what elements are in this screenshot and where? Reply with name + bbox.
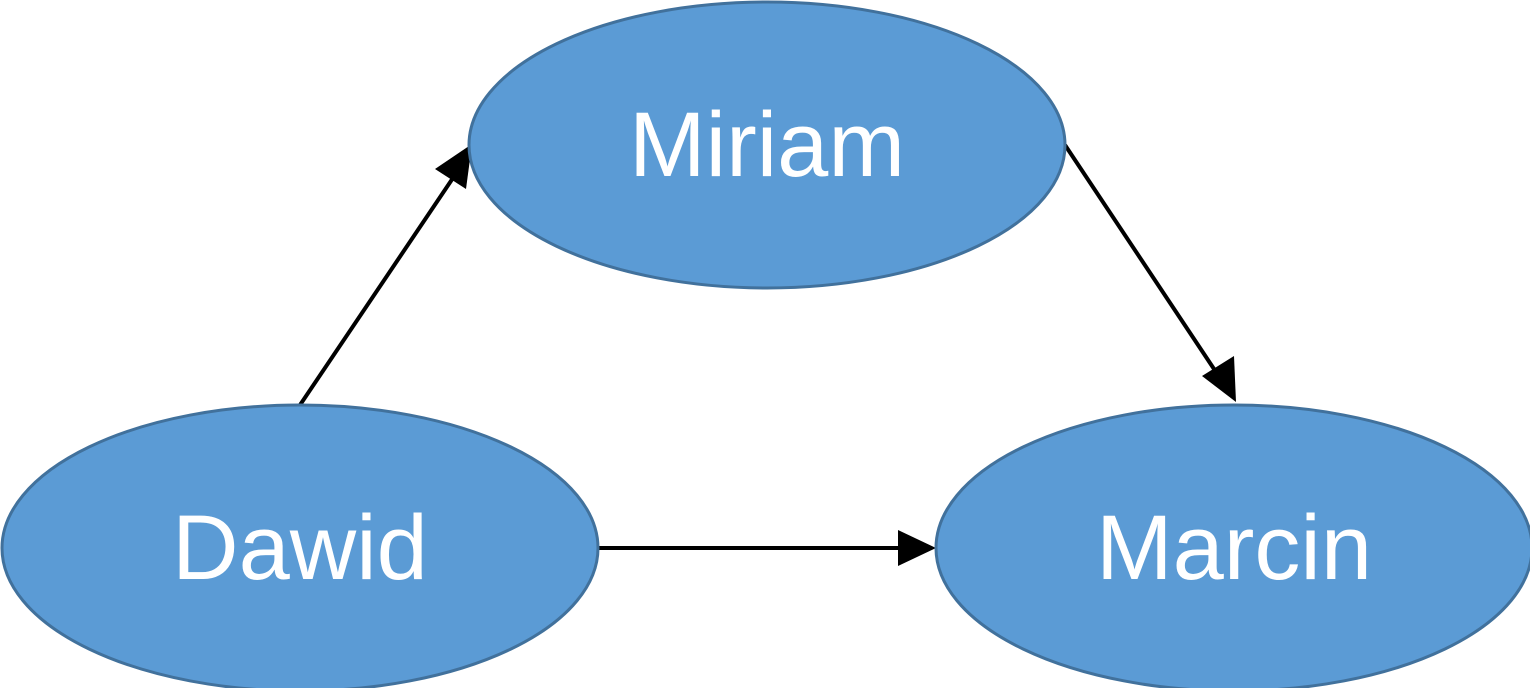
node-dawid-label: Dawid bbox=[172, 497, 428, 599]
node-dawid: Dawid bbox=[0, 403, 600, 688]
node-dawid-shape bbox=[0, 403, 600, 688]
node-miriam: Miriam bbox=[467, 0, 1067, 290]
node-miriam-shape bbox=[467, 0, 1067, 290]
node-miriam-label: Miriam bbox=[629, 94, 905, 196]
node-marcin: Marcin bbox=[934, 403, 1530, 688]
edge-miriam-to-marcin bbox=[1063, 143, 1236, 402]
edge-dawid-to-marcin bbox=[598, 530, 936, 566]
node-marcin-label: Marcin bbox=[1096, 497, 1372, 599]
node-marcin-shape bbox=[934, 403, 1530, 688]
edge-dawid-to-miriam bbox=[298, 144, 472, 407]
